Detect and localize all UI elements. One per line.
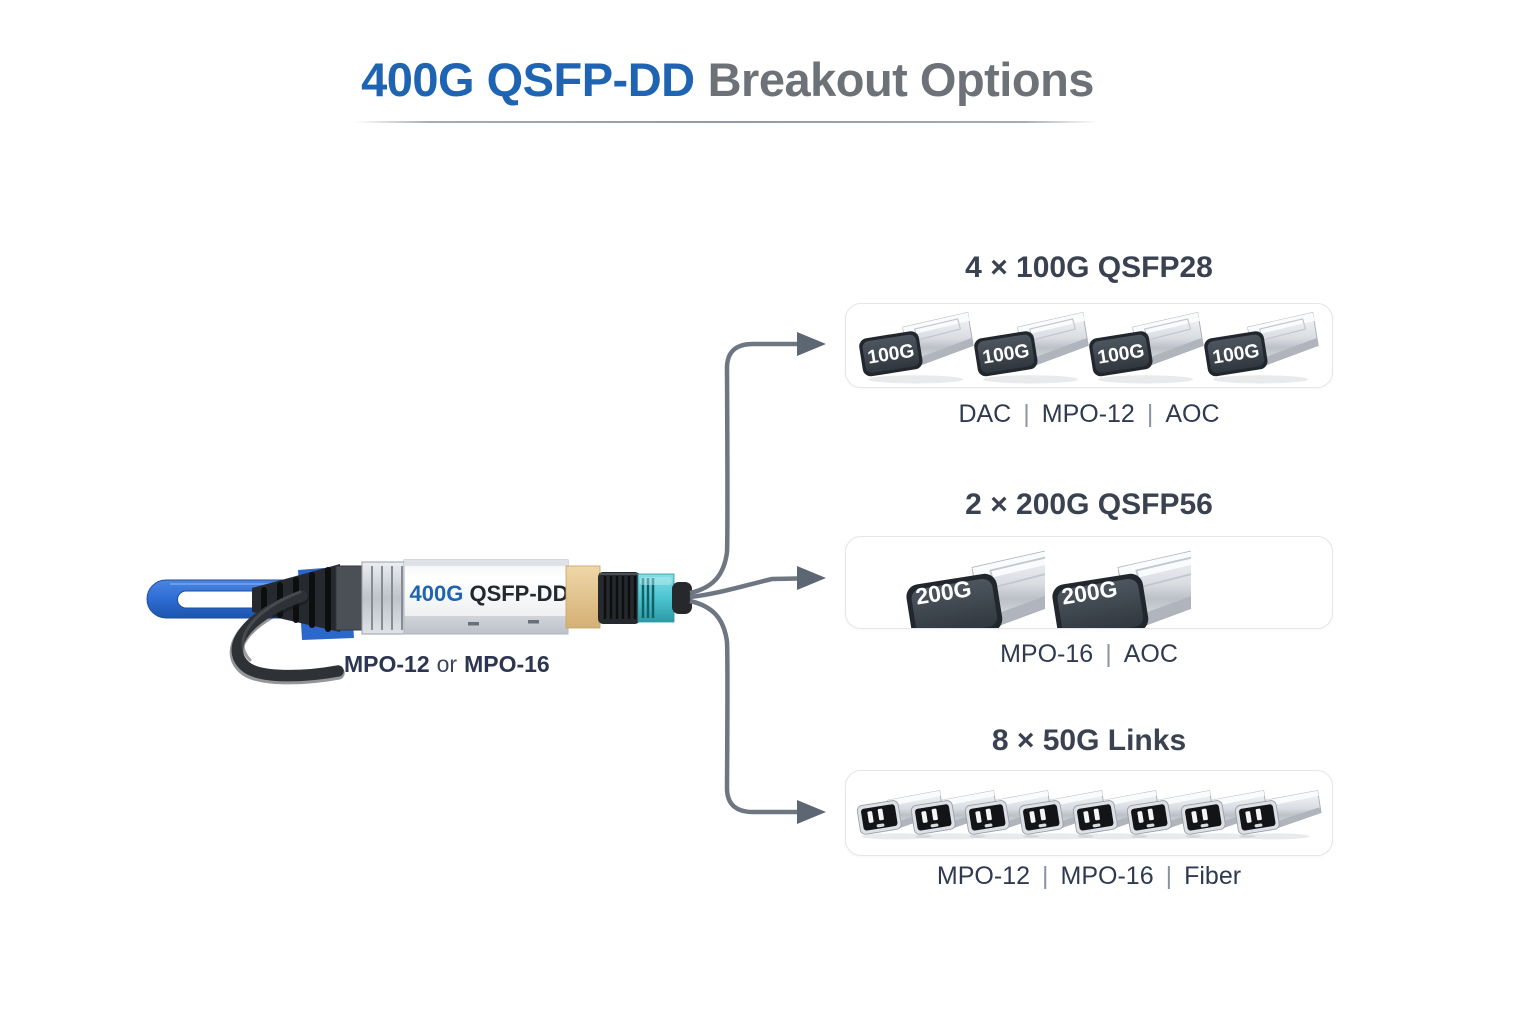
breakout-lines	[689, 341, 799, 815]
caption-item: MPO-16	[1000, 640, 1094, 668]
option-100g-heading: 4 × 100G QSFP28	[965, 251, 1213, 284]
device-label-highlight: 400G	[410, 581, 464, 606]
qsfp56-module-icon: 200G	[1049, 544, 1191, 628]
option-50g-card	[845, 770, 1333, 856]
breakout-line-middle	[689, 576, 799, 600]
page-title-highlight: 400G QSFP-DD	[361, 53, 695, 106]
device-caption-mpo16: MPO-16	[464, 651, 550, 677]
arrowhead-top-icon	[797, 332, 826, 356]
mpo-boot	[598, 572, 640, 624]
qsfpdd-device-illustration: 400G QSFP-DD	[146, 559, 692, 685]
caption-separator: |	[1146, 400, 1154, 428]
mpo-connector-teal	[637, 573, 675, 623]
qsfp56-module-icon: 200G	[903, 544, 1045, 628]
qsfp28-module-icon: 100G	[857, 311, 974, 384]
device-label-rest: QSFP-DD	[463, 581, 568, 606]
option-200g-caption: MPO-16 | AOC	[845, 640, 1333, 669]
dac-cable	[229, 590, 345, 685]
device-caption-or: or	[436, 651, 458, 677]
title-divider	[355, 121, 1098, 123]
caption-item: AOC	[1123, 640, 1178, 668]
qsfp28-module-icon: 100G	[1202, 311, 1319, 384]
transceiver-body: 400G QSFP-DD	[403, 559, 569, 635]
module-row: 200G 200G	[901, 537, 1193, 628]
caption-item: MPO-12	[1041, 400, 1135, 428]
caption-item: AOC	[1165, 400, 1220, 428]
qsfp28-module-icon: 100G	[1087, 311, 1204, 384]
option-100g-card: 100G 100G 100G 100G	[845, 303, 1333, 388]
option-50g-heading: 8 × 50G Links	[991, 724, 1187, 757]
caption-separator: |	[1042, 862, 1049, 890]
arrowhead-middle-icon	[797, 566, 826, 590]
caption-item: Fiber	[1184, 862, 1242, 890]
breakout-line-top	[689, 341, 798, 596]
caption-separator: |	[1105, 640, 1112, 668]
caption-item: DAC	[958, 400, 1012, 428]
cable-strain-tip	[672, 582, 692, 614]
device-caption-mpo12: MPO-12	[344, 651, 430, 677]
qsfp28-module-icon: 100G	[972, 311, 1089, 384]
option-50g-caption: MPO-12 | MPO-16 | Fiber	[845, 862, 1333, 891]
device-label: 400G QSFP-DD	[410, 581, 569, 606]
breakout-arrows	[797, 332, 826, 824]
caption-item: MPO-12	[936, 862, 1031, 890]
caption-separator: |	[1165, 862, 1173, 890]
breakout-line-bottom	[689, 598, 798, 815]
option-200g-card: 200G 200G	[845, 536, 1333, 629]
sfp50-module-icon	[1234, 789, 1322, 840]
option-100g-caption: DAC | MPO-12 | AOC	[845, 400, 1333, 429]
ferrule-section	[565, 565, 601, 629]
arrowhead-bottom-icon	[797, 800, 826, 824]
module-rear-block	[335, 565, 367, 631]
option-200g-heading: 2 × 200G QSFP56	[965, 488, 1213, 521]
caption-item: MPO-16	[1060, 862, 1154, 890]
page-title-rest: Breakout Options	[707, 53, 1095, 106]
emi-cage	[361, 561, 407, 635]
caption-separator: |	[1023, 400, 1030, 428]
